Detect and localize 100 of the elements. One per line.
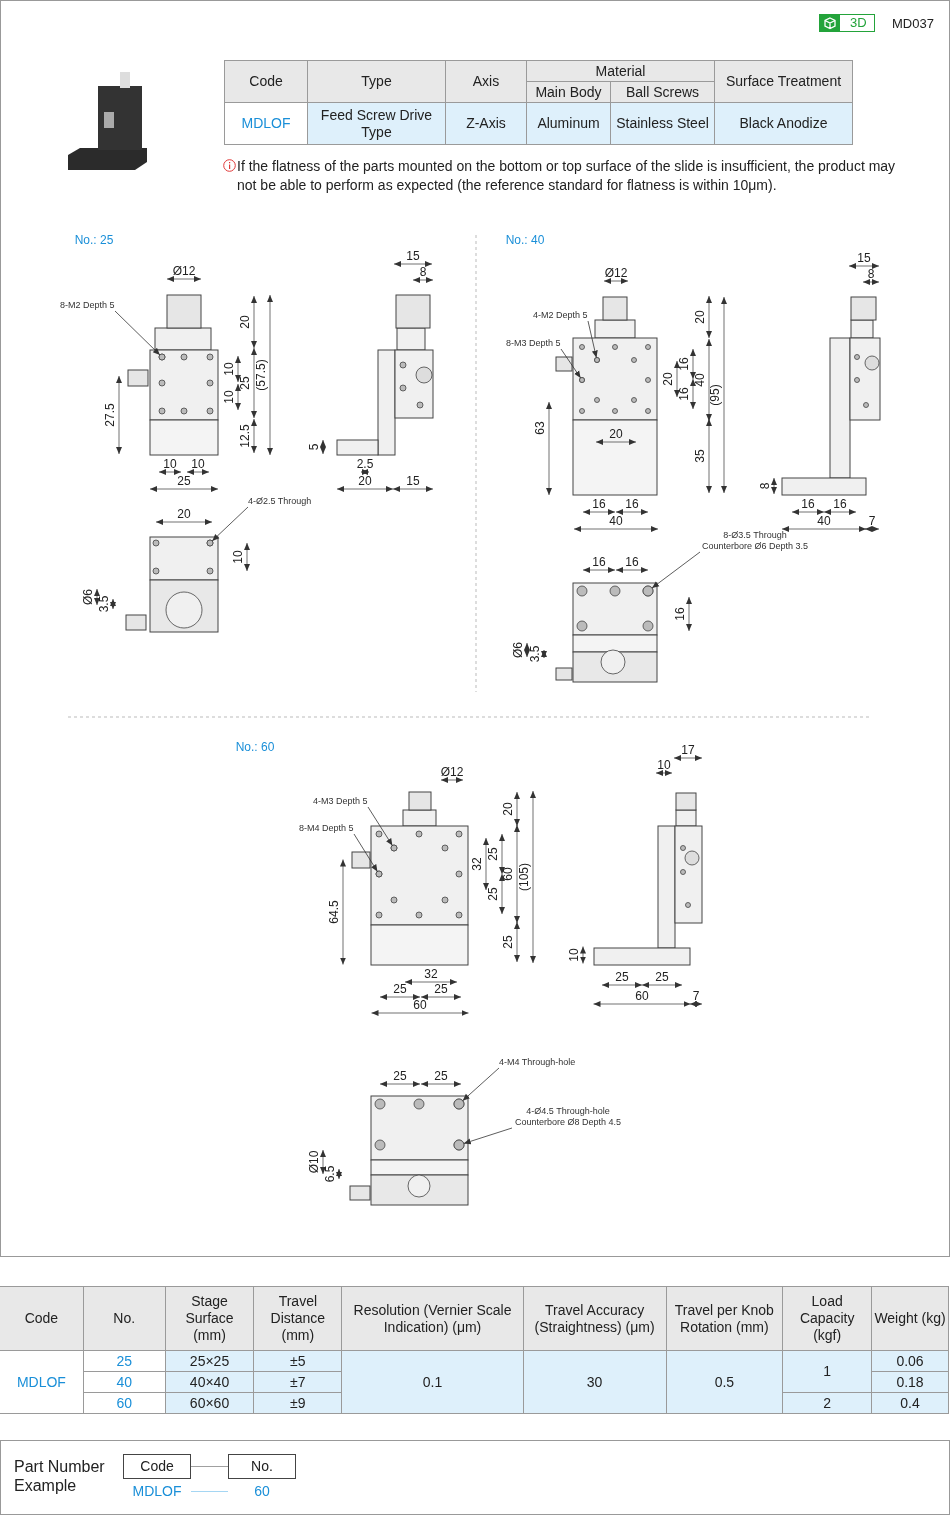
dimension-label: 63	[533, 421, 547, 435]
callout-text: 4-M3 Depth 5	[313, 796, 368, 807]
dimension-label: 32	[424, 967, 438, 981]
column-header: Code	[224, 60, 308, 103]
table-cell: 0.1	[341, 1350, 524, 1414]
column-header: Material	[526, 60, 715, 82]
table-cell: Feed Screw Drive Type	[307, 102, 446, 145]
mounting-hole	[453, 1139, 465, 1151]
note-text: If the flatness of the parts mounted on the bottom or top surface of the slide is insufficient, the product may not be able to perform as expected (the reference standard for flatness is within 10μm).	[237, 157, 897, 195]
callout-text: 4-Ø4.5 Through-hole Counterbore Ø8 Depth 4.5	[512, 1106, 624, 1128]
dimension-label: 3.5	[97, 595, 111, 613]
dimension-label: Ø12	[172, 264, 196, 278]
column-header: Travel Distance (mm)	[253, 1286, 342, 1351]
dimension-label: 10	[567, 948, 581, 962]
dimension-label: 60	[635, 989, 649, 1003]
dimension-label: 7	[692, 989, 700, 1003]
callout-text: 8-M2 Depth 5	[60, 300, 115, 311]
column-header: Type	[307, 60, 446, 103]
dimension-label: 25	[238, 376, 252, 390]
dimension-label: 15	[857, 251, 871, 265]
mounting-hole	[375, 870, 383, 878]
callout-text: 4-M2 Depth 5	[533, 310, 588, 321]
dimension-label: 16	[801, 497, 815, 511]
dimension-label: 25	[393, 982, 407, 996]
dimension-label: Ø12	[604, 266, 628, 280]
dimension-label: 27.5	[103, 403, 117, 427]
table-cell: Black Anodize	[714, 102, 853, 145]
table-cell: MDLOF	[224, 102, 308, 145]
column-header: Travel Accuracy (Straightness) (μm)	[523, 1286, 666, 1351]
example-value: 60	[228, 1480, 296, 1503]
dimension-label: 16	[833, 497, 847, 511]
column-header: No.	[83, 1286, 166, 1351]
mounting-hole	[390, 844, 398, 852]
dimension-label: 25	[655, 970, 669, 984]
callout-text: 8-Ø3.5 Through Counterbore Ø6 Depth 3.5	[700, 530, 810, 552]
connector-line	[190, 1466, 229, 1467]
dimension-label: 20	[177, 507, 191, 521]
mounting-hole	[642, 585, 654, 597]
column-header: Travel per Knob Rotation (mm)	[666, 1286, 783, 1351]
dimension-label: 20	[358, 474, 372, 488]
mounting-hole	[453, 1098, 465, 1110]
dimension-label: 10	[231, 550, 245, 564]
mounting-hole	[594, 357, 600, 363]
callout-text: 4-M4 Through-hole	[499, 1057, 576, 1068]
dimension-label: 15	[406, 249, 420, 263]
dimension-label: 16	[592, 497, 606, 511]
column-header: Resolution (Vernier Scale Indication) (μm)	[341, 1286, 524, 1351]
dimension-label: 10	[657, 758, 671, 772]
dimension-label: 17	[681, 743, 695, 757]
table-cell: Z-Axis	[445, 102, 527, 145]
view-title: No.: 25	[74, 233, 114, 247]
dimension-label: 8	[758, 482, 772, 490]
view-3d-button: 3D	[819, 14, 875, 32]
dimension-label: 16	[677, 357, 691, 371]
dimension-label: (57.5)	[254, 359, 268, 391]
dimension-label: 5	[307, 443, 321, 451]
table-cell: 0.5	[666, 1350, 783, 1414]
column-header: Weight (kg)	[871, 1286, 949, 1351]
dimension-label: 16	[625, 497, 639, 511]
dimension-label: 8	[867, 267, 875, 281]
dimension-label: Ø12	[440, 765, 464, 779]
dimension-label: 25	[486, 887, 500, 901]
example-heading: Part Number Example	[14, 1457, 106, 1495]
dimension-label: 64.5	[327, 900, 341, 924]
column-header: Surface Treatment	[714, 60, 853, 103]
catalog-code: MD037	[892, 16, 934, 30]
dimension-label: 7	[868, 514, 876, 528]
dimension-label: 15	[406, 474, 420, 488]
callout-text: 8-M4 Depth 5	[299, 823, 354, 834]
column-header: Axis	[445, 60, 527, 103]
view-title: No.: 60	[235, 740, 275, 754]
dimension-label: 10	[222, 390, 236, 404]
dimension-label: 12.5	[238, 424, 252, 448]
code-field: No.	[228, 1454, 296, 1479]
dimension-label: 20	[661, 372, 675, 386]
dimension-label: 20	[501, 802, 515, 816]
dimension-label: 25	[393, 1069, 407, 1083]
dimension-label: 10	[222, 362, 236, 376]
dimension-label: 20	[238, 315, 252, 329]
mounting-hole	[158, 353, 166, 361]
dimension-label: 8	[419, 265, 427, 279]
view-title: No.: 40	[505, 233, 545, 247]
dimension-label: 20	[609, 427, 623, 441]
dimension-label: Ø6	[511, 642, 525, 658]
dimension-label: 16	[592, 555, 606, 569]
table-cell: 30	[523, 1350, 666, 1414]
dimension-label: 60	[501, 867, 515, 881]
dimension-label: 25	[177, 474, 191, 488]
dimension-label: 20	[693, 310, 707, 324]
column-header: Load Capacity (kgf)	[782, 1286, 872, 1351]
code-field: Code	[123, 1454, 191, 1479]
dimension-label: 25	[615, 970, 629, 984]
dimension-label: 25	[434, 1069, 448, 1083]
column-header: Stage Surface (mm)	[165, 1286, 254, 1351]
dimension-label: 10	[191, 457, 205, 471]
dimension-label: 60	[413, 998, 427, 1012]
dimension-label: 16	[677, 387, 691, 401]
dimension-label: 16	[673, 607, 687, 621]
dimension-label: 16	[625, 555, 639, 569]
dimension-label: (95)	[708, 384, 722, 406]
